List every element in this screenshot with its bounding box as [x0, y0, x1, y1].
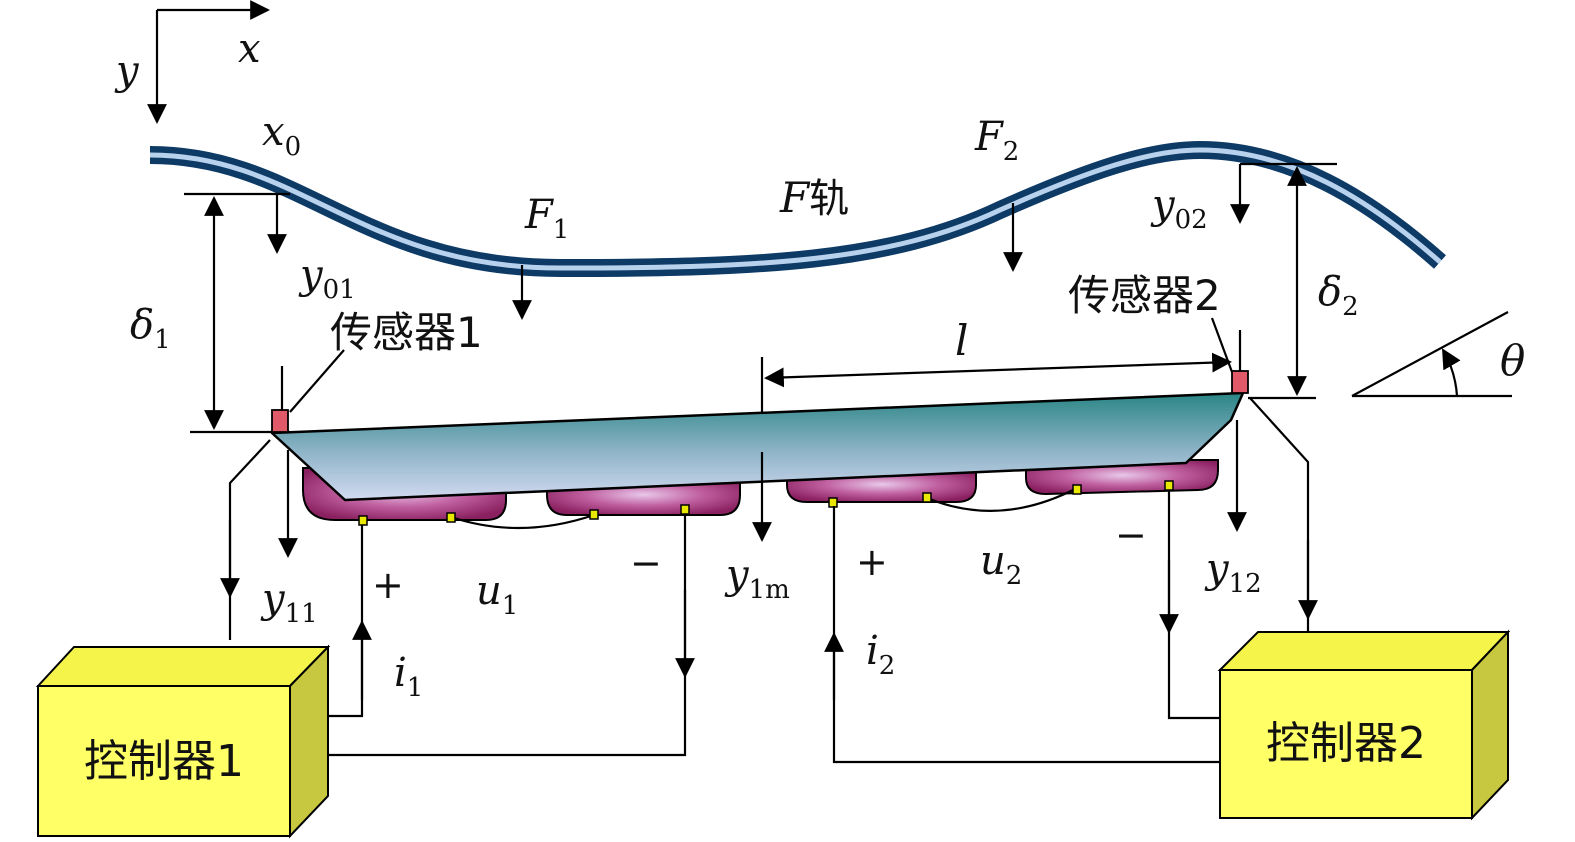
u2-label: u2: [980, 538, 1022, 591]
sensor-1: 传感器1: [271, 308, 483, 433]
coil2-minus-wire: [1167, 490, 1222, 720]
y01-label: y01: [298, 252, 356, 305]
F1-label: F1: [524, 192, 569, 245]
terminal-1b: [446, 512, 456, 523]
terminal-1d: [680, 504, 690, 515]
F-rail-label: F轨: [779, 173, 849, 222]
x0-label: x0: [262, 109, 301, 162]
length-l-arrow: [764, 352, 1232, 388]
i1-label: i1: [394, 650, 423, 703]
tilt-angle-indicator: θ: [1351, 311, 1525, 398]
coordinate-axes: x y: [114, 0, 270, 124]
controller-2: 控制器2: [1217, 629, 1511, 821]
coil-link-2: [926, 487, 1078, 512]
rail: [149, 140, 1446, 278]
right-gap-measurement: y02 δ2: [1150, 162, 1359, 400]
theta-label: θ: [1500, 336, 1525, 385]
controller-2-front: [1219, 669, 1473, 819]
circuit-2-wiring: + − u2 i2: [824, 397, 1318, 764]
y02-label: y02: [1150, 182, 1208, 235]
y12-label: y12: [1204, 546, 1262, 599]
sensor-2-leader: [1210, 317, 1234, 373]
sensor-1-block: [271, 409, 289, 433]
sensor-1-label: 传感器1: [330, 308, 483, 357]
sensor-2-label: 传感器2: [1068, 271, 1221, 320]
F2-label: F2: [974, 114, 1019, 167]
delta1-label: δ1: [130, 302, 171, 355]
circuit-1-wiring: + − u1 i1: [220, 439, 695, 757]
u1-label: u1: [476, 568, 518, 621]
terminal-1a: [358, 515, 368, 526]
y1m-label: y1m: [724, 552, 790, 605]
coil2-plus-wire: [832, 506, 1222, 764]
controller-1-front: [37, 685, 291, 837]
controller-2-label: 控制器2: [1266, 718, 1426, 769]
rail-highlight: [149, 147, 1442, 271]
l-label: l: [955, 316, 968, 365]
terminal-1c: [589, 509, 599, 520]
controller-1-label: 控制器1: [84, 736, 244, 787]
sensor-2: 传感器2: [1068, 271, 1249, 394]
minus-1-label: −: [630, 541, 662, 585]
plus-2-label: +: [856, 540, 888, 584]
angle-slant-line: [1351, 311, 1509, 397]
left-gap-measurement: δ1 y01: [130, 192, 356, 434]
sensor-1-leader: [289, 349, 345, 413]
i2-label: i2: [866, 628, 895, 681]
x-axis-label: x: [238, 26, 261, 72]
levitation-beam: [270, 391, 1245, 502]
length-measurement: l y1m: [724, 316, 1232, 605]
terminal-2c: [1072, 484, 1082, 495]
plus-1-label: +: [372, 563, 404, 607]
coil-link-1: [450, 513, 595, 530]
terminal-2a: [828, 497, 838, 508]
terminal-2b: [922, 492, 932, 503]
y-axis-label: y: [114, 48, 140, 94]
minus-2-label: −: [1115, 513, 1147, 557]
sensor-2-block: [1231, 370, 1249, 394]
angle-arc: [1442, 348, 1461, 397]
terminal-2d: [1164, 480, 1174, 491]
y11-label: y11: [260, 576, 318, 629]
controller-1: 控制器1: [35, 644, 331, 839]
delta2-label: δ2: [1318, 269, 1359, 322]
controller-1-top: [35, 646, 331, 687]
controller-2-top: [1217, 631, 1511, 671]
